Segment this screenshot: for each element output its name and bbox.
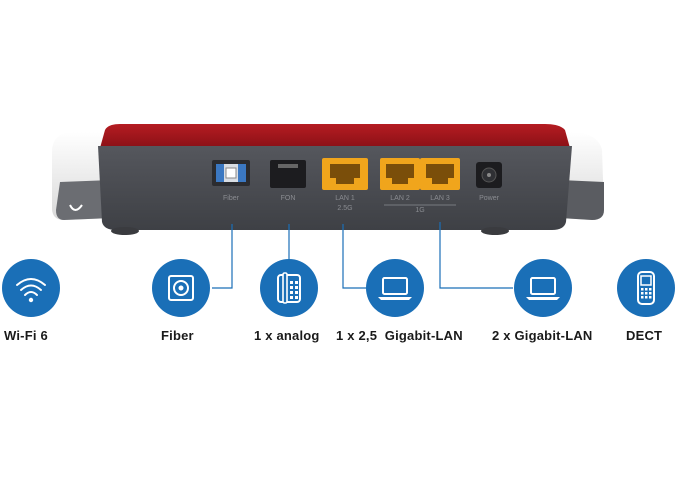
feature-label-fiber: Fiber [161,328,194,343]
router-top-band [100,124,570,148]
connector-line-lan25 [342,224,368,289]
laptop-icon [366,259,424,317]
lan3-port [420,158,460,190]
router-left-side [52,132,112,220]
port-label-fiber: Fiber [223,195,240,202]
port-label-lan3: LAN 3 [430,195,450,202]
feature-label-wifi: Wi-Fi 6 [4,328,48,343]
fon-port [270,160,306,188]
phone-icon [260,259,318,317]
fiber-port-icon [152,259,210,317]
power-port [476,162,502,188]
router-foot [481,227,509,235]
feature-label-lan: 2 x Gigabit-LAN [492,328,593,343]
port-label-power: Power [479,195,500,202]
router-foot [111,227,139,235]
port-label-lan2: LAN 2 [390,195,410,202]
connector-line-lan [439,222,513,289]
port-label-lan-group: 1G [415,207,424,214]
wifi-icon [2,259,60,317]
fiber-port [212,160,250,186]
feature-label-lan25: 1 x 2,5 Gigabit-LAN [336,328,463,343]
feature-label-dect: DECT [626,328,663,343]
feature-label-analog: 1 x analog [254,328,320,343]
connector-line-fiber [212,224,233,289]
dect-handset-icon [617,259,675,317]
lan1-port [322,158,368,190]
laptop-icon [514,259,572,317]
port-label-lan1-speed: 2.5G [337,205,352,212]
lan2-port [380,158,420,190]
port-label-lan1: LAN 1 [335,195,355,202]
port-label-fon: FON [281,195,296,202]
